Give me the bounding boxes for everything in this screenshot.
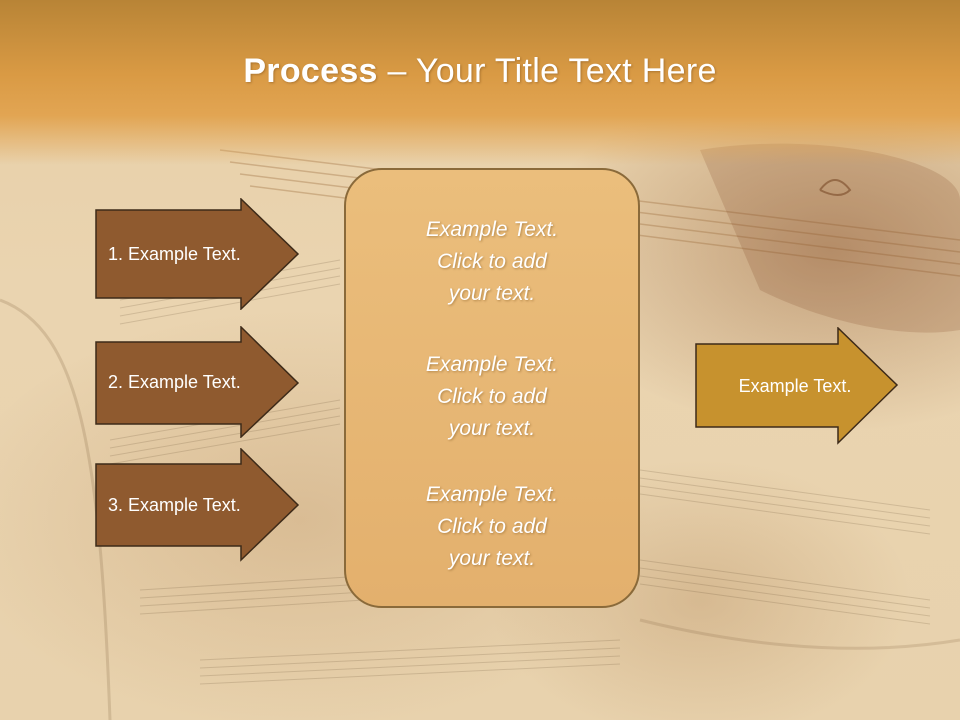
text-block-2: Example Text. Click to add your text.	[346, 349, 638, 445]
step-arrow-3[interactable]: 3. Example Text.	[95, 448, 300, 562]
text-line: Click to add	[437, 250, 547, 273]
text-line: your text.	[448, 282, 536, 305]
text-line: Example Text.	[425, 483, 559, 506]
step-label: 1. Example Text.	[108, 243, 241, 264]
title-band	[0, 0, 960, 165]
arrow-right-shape	[95, 326, 300, 438]
step-arrow-2[interactable]: 2. Example Text.	[95, 326, 300, 438]
text-line: Example Text.	[425, 353, 559, 376]
title-rest: – Your Title Text Here	[377, 52, 717, 90]
arrow-right-shape	[695, 327, 899, 445]
text-block-3: Example Text. Click to add your text.	[346, 479, 638, 575]
step-label: 2. Example Text.	[108, 371, 241, 392]
text-line: Click to add	[437, 385, 547, 408]
step-arrow-1[interactable]: 1. Example Text.	[95, 198, 300, 310]
result-arrow[interactable]: Example Text.	[695, 327, 900, 445]
text-line: Click to add	[437, 515, 547, 538]
center-text-box[interactable]: Example Text. Click to add your text. Ex…	[344, 168, 640, 608]
arrow-right-shape	[95, 198, 300, 310]
slide-title: Process – Your Title Text Here	[0, 52, 960, 91]
result-label: Example Text.	[738, 375, 852, 396]
text-line: your text.	[448, 547, 536, 570]
text-line: Example Text.	[425, 218, 559, 241]
title-bold: Process	[243, 52, 378, 90]
arrow-right-shape	[95, 448, 300, 562]
step-label: 3. Example Text.	[108, 494, 241, 515]
text-block-1: Example Text. Click to add your text.	[346, 214, 638, 310]
text-line: your text.	[448, 417, 536, 440]
